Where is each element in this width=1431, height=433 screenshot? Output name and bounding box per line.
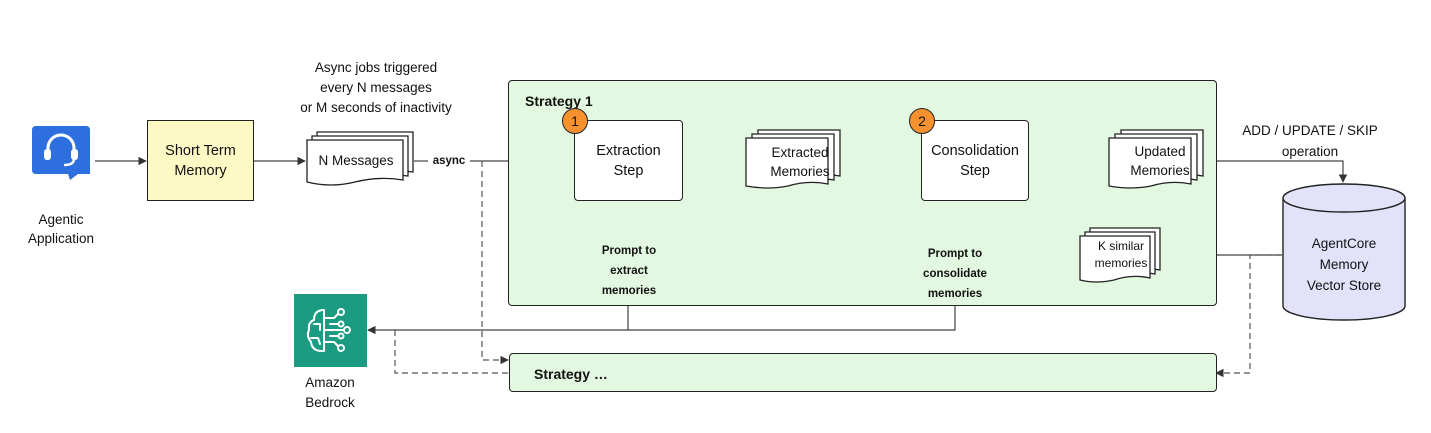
strategy-more-panel: [509, 353, 1217, 392]
extracted-memories-stack: [745, 129, 841, 189]
k-similar-label: K similar memories: [1094, 239, 1148, 270]
consolidation-step: Consolidation Step: [921, 120, 1029, 201]
async-label: async: [428, 151, 470, 171]
step-2-badge: 2: [909, 108, 935, 134]
n-messages-stack: [306, 131, 414, 186]
n-messages-label: N Messages: [318, 152, 394, 168]
dashed-store-to-strategy: [1215, 254, 1282, 378]
async-note: Async jobs triggered every N messages or…: [300, 60, 452, 115]
bedrock-label: Amazon Bedrock: [305, 375, 355, 410]
strategy-more-title: Strategy …: [534, 366, 608, 382]
operation-note: ADD / UPDATE / SKIP operation: [1242, 123, 1378, 159]
prompt-consolidate-label: Prompt to consolidate memories: [923, 248, 987, 300]
k-similar-stack: [1079, 227, 1161, 283]
short-term-memory: Short Term Memory: [147, 120, 254, 201]
step-1-badge: 1: [562, 108, 588, 134]
agentic-app-label: Agentic Application: [27, 212, 95, 246]
vector-store-label: AgentCore Memory Vector Store: [1306, 235, 1382, 293]
strategy-1-title: Strategy 1: [525, 93, 593, 109]
extracted-memories-label: Extracted Memories: [770, 145, 830, 179]
extraction-step: Extraction Step: [574, 120, 683, 201]
headset-icon: [32, 126, 90, 180]
prompt-extract-label: Prompt to extract memories: [583, 243, 675, 299]
bedrock-brain-icon: [306, 308, 351, 352]
arrow-updated-to-store: [1205, 160, 1348, 183]
updated-memories-stack: [1108, 129, 1204, 189]
amazon-bedrock: [294, 294, 367, 367]
updated-memories-label: Updated Memories: [1130, 144, 1190, 178]
agentic-application: [28, 122, 96, 182]
vector-store-cylinder: [1282, 183, 1406, 321]
dashed-strategy-to-bedrock: [394, 330, 508, 374]
